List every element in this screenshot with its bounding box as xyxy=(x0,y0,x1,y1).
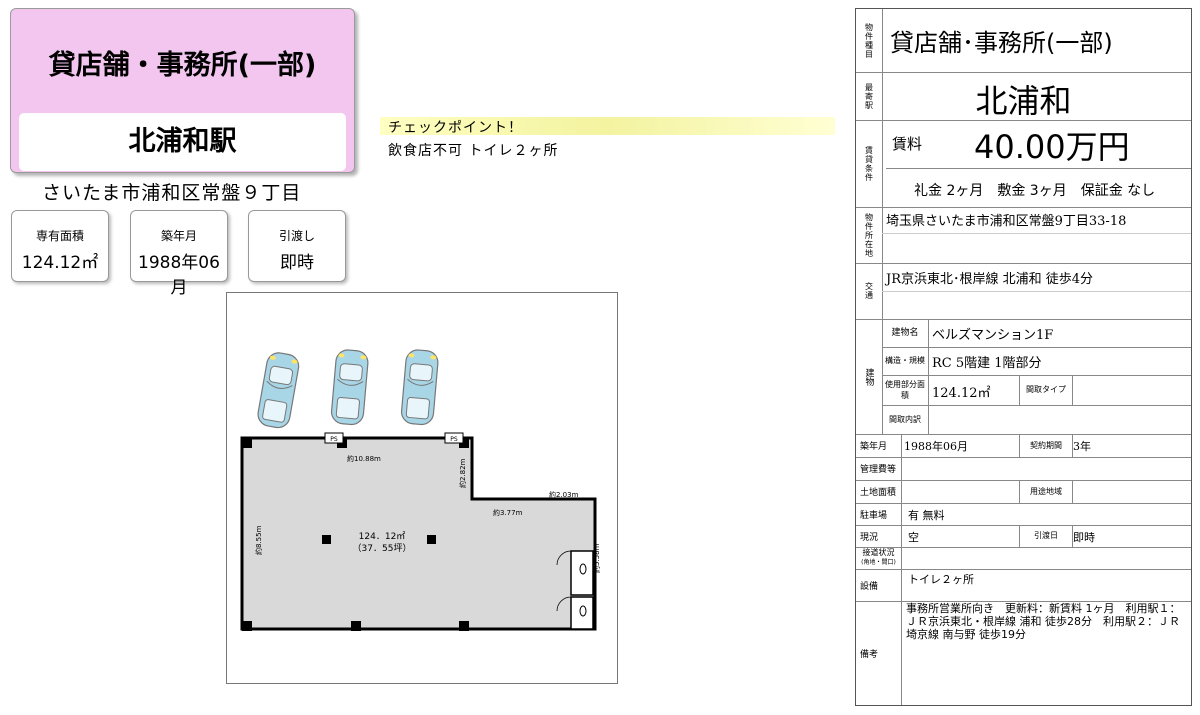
row-parking: 駐車場 有 無料 xyxy=(856,503,1191,526)
label-road: 接道状況 xyxy=(862,548,895,557)
label-land: 土地面積 xyxy=(856,480,902,503)
label-parking: 駐車場 xyxy=(856,503,902,525)
car-icon xyxy=(255,350,302,431)
checkpoint-title: チェックポイント！ xyxy=(388,120,523,136)
floor-plan: PS PS 約10.88m 約2.82m 約2.03m 約3.77m 約8.55… xyxy=(226,292,618,684)
car-icon xyxy=(399,348,440,427)
station-value: 北浦和 xyxy=(975,82,1072,120)
equipment-value: トイレ２ヶ所 xyxy=(908,573,974,586)
label-usage-area: 使用部分面積 xyxy=(882,375,929,406)
label-location: 物件所在地 xyxy=(856,207,883,263)
row-road: 接道状況 (角地・間口) xyxy=(856,547,1191,570)
usage-area-value: 124.12㎡ xyxy=(932,386,991,401)
parking-value: 有 無料 xyxy=(908,509,945,522)
property-info-panel: 物件種目 貸店舗･事務所(一部) 最寄駅 北浦和 賃貸条件 賃料 40.00万円… xyxy=(855,8,1192,706)
car-icon xyxy=(329,348,370,427)
stat-handover-label: 引渡し xyxy=(278,229,315,243)
dim-step: 約2.03m xyxy=(549,490,579,499)
label-contract: 契約期間 xyxy=(1019,434,1073,457)
row-built: 築年月 1988年06月 契約期間 3年 xyxy=(856,434,1191,458)
label-rent: 賃貸条件 xyxy=(856,120,883,207)
address-short: さいたま市浦和区常盤９丁目 xyxy=(42,182,302,204)
contract-value: 3年 xyxy=(1073,440,1091,453)
property-type-title: 貸店舗・事務所(一部) xyxy=(48,50,317,81)
row-equipment: 設備 トイレ２ヶ所 xyxy=(856,569,1191,602)
row-location: 物件所在地 埼玉県さいたま市浦和区常盤9丁目33-18 xyxy=(856,207,1191,264)
row-land: 土地面積 用途地域 xyxy=(856,480,1191,504)
row-current: 現況 空 引渡日 即時 xyxy=(856,525,1191,548)
dim-middle: 約3.77m xyxy=(493,508,523,517)
label-structure: 構造・規模 xyxy=(882,347,929,376)
current-value: 空 xyxy=(908,531,919,544)
stat-area: 専有面積 124.12㎡ xyxy=(11,210,109,282)
stat-handover: 引渡し 即時 xyxy=(248,210,346,282)
row-rent: 賃貸条件 賃料 40.00万円 礼金 2ヶ月 敷金 3ヶ月 保証金 なし xyxy=(856,120,1191,208)
label-road-sub: (角地・間口) xyxy=(861,559,896,566)
built-value: 1988年06月 xyxy=(904,440,968,453)
location-value: 埼玉県さいたま市浦和区常盤9丁目33-18 xyxy=(886,214,1127,229)
row-remarks: 備考 事務所営業所向き 更新料：新賃料 1ヶ月 利用駅１：ＪＲ京浜東北・根岸線 … xyxy=(856,601,1191,705)
checkpoint-note: 飲食店不可 トイレ２ヶ所 xyxy=(388,143,559,159)
label-building: 建物 xyxy=(856,319,883,434)
label-layout-detail: 間取内訳 xyxy=(882,405,929,434)
label-current: 現況 xyxy=(856,525,902,547)
room-tsubo: （37．55坪） xyxy=(353,543,412,554)
handover-value: 即時 xyxy=(1073,531,1095,544)
dim-right-lower: 約5.58m xyxy=(592,543,601,573)
bldg-name-value: ベルズマンション1F xyxy=(932,328,1054,343)
traffic-value: JR京浜東北･根岸線 北浦和 徒歩4分 xyxy=(886,272,1094,287)
label-type: 物件種目 xyxy=(856,9,883,72)
station-box: 北浦和駅 xyxy=(19,113,346,171)
floor-plan-drawing: PS PS 約10.88m 約2.82m 約2.03m 約3.77m 約8.55… xyxy=(240,348,601,631)
label-layout-type: 間取タイプ xyxy=(1019,375,1073,405)
stat-built: 築年月 1988年06月 xyxy=(130,210,228,298)
row-building: 建物 建物名 ベルズマンション1F 構造・規模 RC 5階建 1階部分 使用部分… xyxy=(856,319,1191,435)
label-built: 築年月 xyxy=(856,434,902,457)
structure-value: RC 5階建 1階部分 xyxy=(932,356,1042,371)
stat-area-label: 専有面積 xyxy=(35,229,84,243)
room-area: 124．12㎡ xyxy=(359,531,406,542)
rent-key: 賃料 xyxy=(892,135,923,153)
label-station: 最寄駅 xyxy=(856,72,883,120)
label-mgmt: 管理費等 xyxy=(856,457,902,480)
type-value: 貸店舗･事務所(一部) xyxy=(890,29,1113,57)
label-zoning: 用途地域 xyxy=(1019,480,1073,503)
checkpoint-highlight xyxy=(380,117,835,135)
property-header-card: 貸店舗・事務所(一部) 北浦和駅 xyxy=(10,8,355,173)
stat-area-value: 124.12㎡ xyxy=(21,253,99,273)
stat-built-label: 築年月 xyxy=(160,229,197,243)
dim-top: 約10.88m xyxy=(347,454,381,463)
row-station: 最寄駅 北浦和 xyxy=(856,72,1191,121)
label-equipment: 設備 xyxy=(856,569,902,601)
remarks-value: 事務所営業所向き 更新料：新賃料 1ヶ月 利用駅１：ＪＲ京浜東北・根岸線 浦和 … xyxy=(906,602,1181,641)
rent-value: 40.00万円 xyxy=(974,128,1130,166)
label-remarks: 備考 xyxy=(856,601,902,705)
ps-label: PS xyxy=(450,436,458,443)
row-traffic: 交通 JR京浜東北･根岸線 北浦和 徒歩4分 xyxy=(856,263,1191,320)
row-type: 物件種目 貸店舗･事務所(一部) xyxy=(856,9,1191,73)
label-traffic: 交通 xyxy=(856,263,883,319)
dim-right-upper: 約2.82m xyxy=(458,458,467,488)
row-mgmt: 管理費等 xyxy=(856,457,1191,481)
label-handover: 引渡日 xyxy=(1019,525,1073,547)
stat-built-value: 1988年06月 xyxy=(138,253,220,298)
stat-handover-value: 即時 xyxy=(280,253,314,273)
station-name: 北浦和駅 xyxy=(128,126,237,157)
ps-label: PS xyxy=(330,436,338,443)
deposits-value: 礼金 2ヶ月 敷金 3ヶ月 保証金 なし xyxy=(914,183,1156,199)
dim-left: 約8.55m xyxy=(254,525,263,555)
label-bldg-name: 建物名 xyxy=(882,319,929,348)
